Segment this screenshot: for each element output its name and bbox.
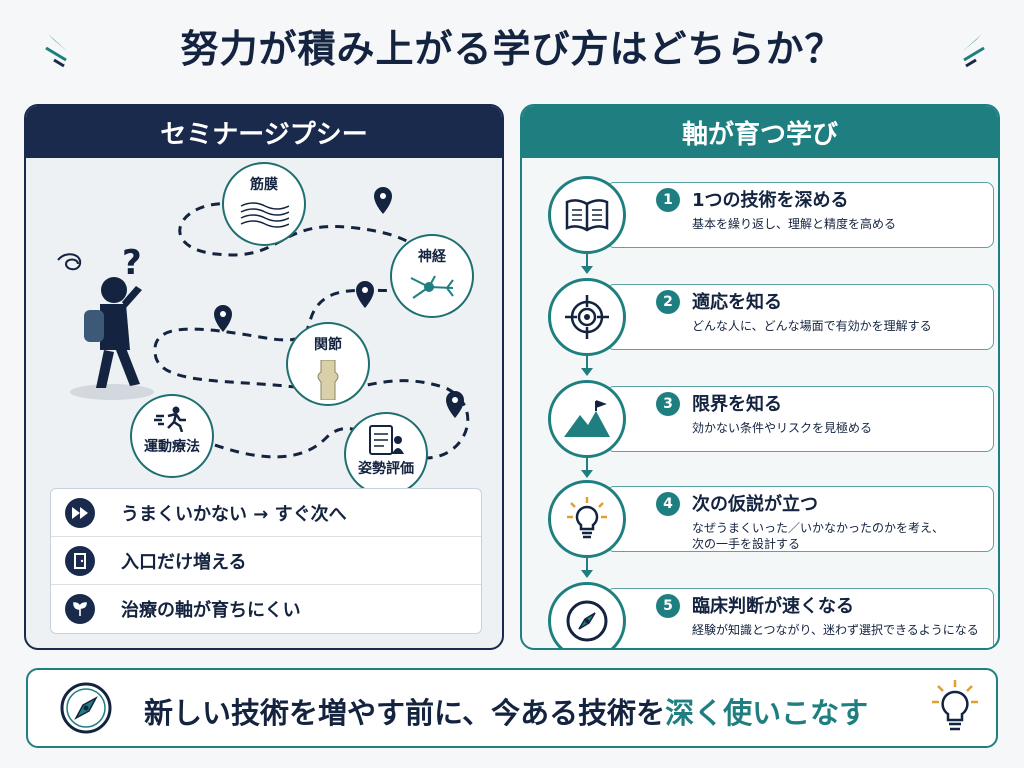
- accent-strokes-left-icon: [45, 34, 68, 68]
- left-panel-heading: セミナージプシー: [26, 106, 502, 158]
- fast-forward-icon: [65, 497, 95, 528]
- neuron-icon: [410, 275, 454, 299]
- fascia-icon: [240, 202, 289, 228]
- dashed-path-icon: [153, 187, 470, 460]
- step-desc: 基本を繰り返し、理解と精度を高める: [692, 217, 897, 231]
- issues-list: うまくいかない → すぐ次へ 入口だけ増える 治療の軸が育ちにくい: [50, 488, 482, 634]
- node-joint: 関節: [286, 322, 370, 406]
- list-item: 入口だけ増える: [51, 537, 481, 585]
- step-connector: [581, 352, 593, 376]
- step-connector: [581, 554, 593, 578]
- step-desc: なぜうまくいった／いかなかったのかを考え、次の一手を設計する: [692, 520, 944, 552]
- node-posture-assessment: 姿勢評価: [344, 412, 428, 496]
- issue-text: 治療の軸が育ちにくい: [121, 600, 301, 621]
- seminar-gypsy-panel: セミナージプシー ? 筋膜 神経: [24, 104, 504, 650]
- step-number: 4: [656, 492, 680, 516]
- step-connector: [581, 250, 593, 274]
- step-card: [606, 182, 994, 248]
- step-number: 3: [656, 392, 680, 416]
- confused-person-icon: ?: [57, 243, 154, 400]
- map-pin-icon: [356, 281, 374, 308]
- bottom-message-banner: 新しい技術を増やす前に、今ある技術を深く使いこなす: [26, 668, 998, 748]
- axis-learning-panel: 軸が育つ学び 1 1つの技術を深める 基本を繰り返し、理解と精度を高める 2 適…: [520, 104, 1000, 650]
- page-title: 努力が積み上がる学び方はどちらか？: [180, 27, 844, 71]
- node-label: 関節: [314, 337, 342, 353]
- issue-text: 入口だけ増える: [121, 551, 247, 573]
- node-label: 筋膜: [250, 177, 278, 193]
- bottom-message-main: 新しい技術を増やす前に、今ある技術を: [144, 696, 666, 730]
- step-desc: 経験が知識とつながり、迷わず選択できるようになる: [692, 623, 979, 637]
- step-3: 3 限界を知る 効かない条件やリスクを見極める: [546, 380, 994, 458]
- node-label: 神経: [418, 249, 446, 265]
- joint-icon: [317, 360, 339, 400]
- mountain-flag-icon: [548, 380, 626, 458]
- step-title: 次の仮説が立つ: [692, 494, 818, 515]
- step-1: 1 1つの技術を深める 基本を繰り返し、理解と精度を高める: [546, 176, 994, 254]
- node-fascia: 筋膜: [222, 162, 306, 246]
- bottom-message: 新しい技術を増やす前に、今ある技術を深く使いこなす: [144, 690, 868, 732]
- issue-text: うまくいかない → すぐ次へ: [121, 503, 347, 525]
- step-2: 2 適応を知る どんな人に、どんな場面で有効かを理解する: [546, 278, 994, 356]
- step-desc: 効かない条件やリスクを見極める: [692, 421, 873, 435]
- step-title: 適応を知る: [692, 292, 782, 313]
- lightbulb-icon: [548, 480, 626, 558]
- step-number: 2: [656, 290, 680, 314]
- sprout-icon: [65, 594, 95, 624]
- compass-icon: [60, 682, 112, 734]
- accent-strokes-right-icon: [962, 34, 985, 68]
- node-label: 運動療法: [144, 439, 200, 455]
- target-icon: [548, 278, 626, 356]
- list-item: うまくいかない → すぐ次へ: [51, 489, 481, 537]
- clipboard-icon: [369, 425, 404, 455]
- step-4: 4 次の仮説が立つ なぜうまくいった／いかなかったのかを考え、次の一手を設計する: [546, 480, 994, 558]
- door-icon: [65, 545, 95, 576]
- node-label: 姿勢評価: [358, 461, 414, 477]
- lightbulb-icon: [932, 680, 978, 731]
- step-number: 1: [656, 188, 680, 212]
- node-nerve: 神経: [390, 234, 474, 318]
- step-title: 1つの技術を深める: [692, 190, 849, 211]
- step-title: 限界を知る: [692, 394, 782, 415]
- step-number: 5: [656, 594, 680, 618]
- step-5: 5 臨床判断が速くなる 経験が知識とつながり、迷わず選択できるようになる: [546, 582, 994, 648]
- wandering-path-map: ? 筋膜 神経 関節 運動療法 姿勢評価: [26, 158, 502, 496]
- step-desc-line: なぜうまくいった／いかなかったのかを考え、: [692, 521, 945, 535]
- compass-icon: [548, 582, 626, 648]
- book-icon: [548, 176, 626, 254]
- step-title: 臨床判断が速くなる: [692, 596, 854, 617]
- step-desc-line: 次の一手を設計する: [692, 537, 801, 551]
- bottom-message-highlight: 深く使いこなす: [665, 696, 869, 730]
- node-exercise-therapy: 運動療法: [130, 394, 214, 478]
- list-item: 治療の軸が育ちにくい: [51, 585, 481, 633]
- svg-text:?: ?: [122, 243, 142, 283]
- step-connector: [581, 454, 593, 478]
- step-desc: どんな人に、どんな場面で有効かを理解する: [692, 319, 932, 333]
- steps-list: 1 1つの技術を深める 基本を繰り返し、理解と精度を高める 2 適応を知る どん…: [522, 158, 998, 648]
- runner-icon: [154, 406, 186, 432]
- right-panel-heading: 軸が育つ学び: [522, 106, 998, 158]
